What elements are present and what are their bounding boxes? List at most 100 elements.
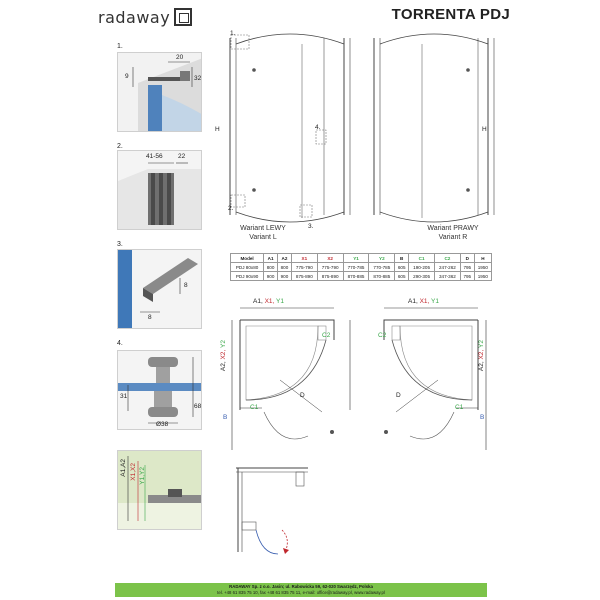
- detail-2-width-range: 41-56: [146, 153, 163, 160]
- table-cell: 795: [459, 271, 475, 281]
- spec-header: X2: [316, 253, 344, 263]
- spec-header: B: [394, 253, 410, 263]
- variant-right-line1: Wariant PRAWY: [427, 225, 479, 232]
- variant-right-line2: Variant R: [438, 234, 468, 241]
- table-cell: 1950: [473, 262, 493, 272]
- plan-right-y2: Y2: [478, 340, 485, 348]
- plan-right-c1: C1: [455, 404, 464, 411]
- detail-4-height-a: 31: [120, 393, 128, 400]
- step-label-3: 3.: [117, 241, 123, 248]
- table-cell: 875-890: [316, 271, 344, 281]
- table-cell: 190-205: [408, 262, 435, 272]
- spec-header: Y1: [342, 253, 370, 263]
- table-row: PDJ 80x80 800 800 775-790 775-790 770-78…: [229, 262, 493, 272]
- detail-1-width: 20: [176, 54, 184, 61]
- detail-1-height-a: 9: [125, 73, 129, 80]
- spec-header: Model: [229, 253, 265, 263]
- detail-1-image: 20 9 32: [117, 52, 202, 132]
- detail-4-image: 31 68 Ø38: [117, 350, 202, 430]
- step-label-1: 1.: [117, 43, 123, 50]
- spec-header: C2: [434, 253, 461, 263]
- side-y1y2: Y1,Y2: [139, 467, 146, 485]
- plan-right-x2: X2,: [478, 349, 485, 360]
- table-cell: 900: [263, 271, 279, 281]
- plan-left-b: B: [223, 414, 228, 421]
- plan-left-a1: A1,: [253, 298, 263, 305]
- plan-right-a1: A1,: [408, 298, 418, 305]
- footer-bar: RADAWAY Sp. z o.o. Jasin; ul. Rabowicka …: [115, 583, 487, 597]
- spec-header: Y2: [368, 253, 396, 263]
- detail-3-image: 8 8: [117, 249, 202, 329]
- variant-right-label: Wariant PRAWY Variant R: [413, 224, 493, 242]
- side-profile-image: A1,A2 X1,X2 Y1,Y2: [117, 450, 202, 530]
- plan-left-side-dims: A2, X2, Y2: [220, 340, 227, 371]
- spec-header: A1: [263, 253, 279, 263]
- table-cell: PDJ 90x90: [229, 271, 265, 281]
- logo-square-icon: [174, 8, 193, 26]
- spec-header: H: [473, 253, 493, 263]
- step-label-4: 4.: [117, 340, 123, 347]
- table-cell: 870-885: [342, 271, 370, 281]
- plan-right-top-dims: A1, X1, Y1: [408, 298, 439, 305]
- plan-right-y1: Y1: [431, 298, 439, 305]
- front-left-height: H: [215, 126, 220, 133]
- front-callout-3: 3.: [308, 223, 314, 230]
- plan-right-a2: A2,: [478, 361, 485, 372]
- table-cell: 605: [394, 271, 410, 281]
- table-cell: 290-305: [408, 271, 435, 281]
- table-cell: 800: [263, 262, 279, 272]
- detail-1-height-b: 32: [194, 75, 202, 82]
- plan-left-top-dims: A1, X1, Y1: [253, 298, 284, 305]
- spec-header: A2: [277, 253, 292, 263]
- table-cell: PDJ 80x80: [229, 262, 265, 272]
- spec-table: Model A1 A2 X1 X2 Y1 Y2 B C1 C2 D H PDJ …: [229, 253, 493, 281]
- corner-detail-drawing: [236, 467, 308, 555]
- spec-header: X1: [290, 253, 318, 263]
- detail-2-width: 22: [178, 153, 186, 160]
- plan-left-y1: Y1: [276, 298, 284, 305]
- spec-header: C1: [408, 253, 435, 263]
- table-cell: 775-790: [290, 262, 318, 272]
- table-cell: 795: [459, 262, 475, 272]
- front-callout-1: 1.: [230, 30, 236, 37]
- plan-left-a2: A2,: [220, 361, 227, 372]
- table-cell: 770-785: [368, 262, 396, 272]
- variant-left-line1: Wariant LEWY: [240, 225, 286, 232]
- front-callout-2: 2.: [228, 205, 234, 212]
- spec-header: D: [459, 253, 475, 263]
- variant-left-label: Wariant LEWY Variant L: [223, 224, 303, 242]
- footer-address: RADAWAY Sp. z o.o. Jasin; ul. Rabowicka …: [229, 584, 373, 589]
- table-cell: 347-362: [434, 271, 461, 281]
- detail-3-width: 8: [148, 314, 152, 321]
- table-cell: 775-790: [316, 262, 344, 272]
- table-cell: 875-890: [290, 271, 318, 281]
- table-cell: 605: [394, 262, 410, 272]
- detail-3-height: 8: [184, 282, 188, 289]
- table-cell: 1950: [473, 271, 493, 281]
- table-cell: 770-785: [342, 262, 370, 272]
- plan-left-y2: Y2: [220, 340, 227, 348]
- plan-right-d: D: [396, 392, 401, 399]
- page-title: TORRENTA PDJ: [391, 6, 510, 23]
- logo-text: radaway: [98, 7, 171, 27]
- spec-table-header-row: Model A1 A2 X1 X2 Y1 Y2 B C1 C2 D H: [229, 253, 493, 263]
- plan-left-x2: X2,: [220, 349, 227, 360]
- plan-left-c1: C1: [250, 404, 259, 411]
- side-a1a2: A1,A2: [120, 459, 127, 477]
- table-cell: 900: [277, 271, 292, 281]
- plan-left-x1: X1,: [264, 298, 275, 305]
- plan-right-x1: X1,: [419, 298, 430, 305]
- front-right-height: H: [482, 126, 487, 133]
- front-callout-4: 4.: [315, 124, 321, 131]
- plan-left-d: D: [300, 392, 305, 399]
- plan-right-c2: C2: [378, 332, 387, 339]
- detail-4-height-b: 68: [194, 403, 202, 410]
- side-x1x2: X1,X2: [130, 463, 137, 481]
- front-view-drawings: [229, 33, 495, 223]
- step-label-2: 2.: [117, 143, 123, 150]
- table-row: PDJ 90x90 900 900 875-890 875-890 870-88…: [229, 271, 493, 281]
- variant-left-line2: Variant L: [249, 234, 277, 241]
- brand-logo: radaway: [98, 6, 193, 28]
- detail-4-diameter: Ø38: [156, 421, 169, 428]
- footer-contact: tel. +48 61 835 75 10, fax +48 61 835 75…: [217, 590, 385, 595]
